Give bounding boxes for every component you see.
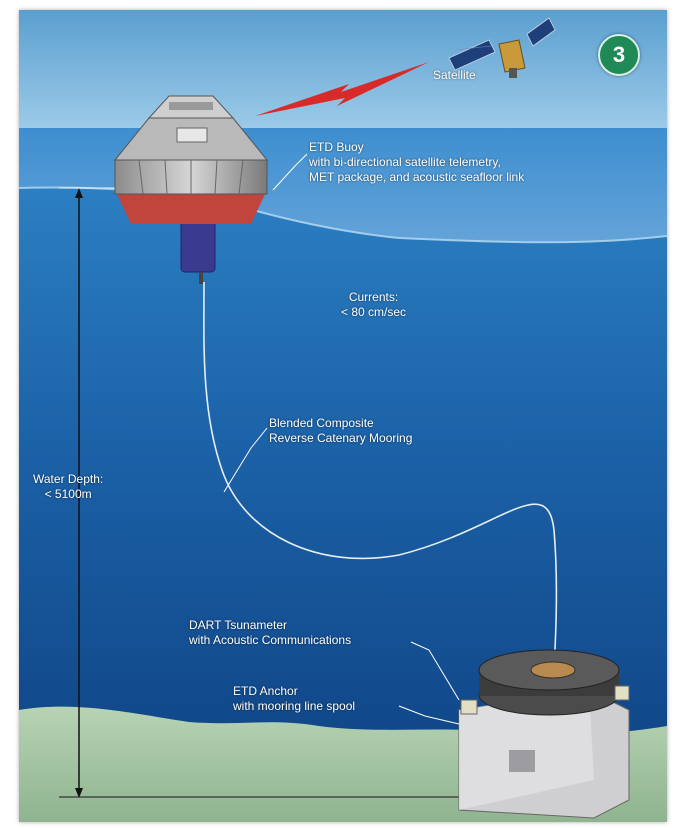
buoy-label-line-3: MET package, and acoustic seafloor link — [309, 170, 525, 184]
tsunameter-label-line-2: with Acoustic Communications — [189, 633, 352, 647]
mooring-label-line-1: Blended Composite — [269, 416, 374, 430]
anchor-label-line-2: with mooring line spool — [233, 699, 356, 713]
anchor-leader — [398, 705, 460, 725]
etd-anchor-icon — [458, 649, 630, 819]
mooring-line — [203, 281, 558, 691]
sky — [19, 10, 667, 130]
water-depth-label-line-1: Water Depth: — [33, 472, 104, 486]
tsunameter-label-line-1: DART Tsunameter — [189, 618, 288, 632]
diagram-frame: 3 Satellite ETD Buoy with bi-directional… — [19, 10, 667, 822]
currents-label-line-2: < 80 cm/sec — [341, 305, 407, 319]
signal-bolt — [255, 62, 429, 116]
buoy-leader — [272, 153, 308, 191]
tsunameter-leader — [410, 641, 460, 701]
mooring-label-line-2: Reverse Catenary Mooring — [269, 431, 413, 445]
mooring-label: Blended Composite Reverse Catenary Moori… — [269, 416, 412, 446]
water-depth-label-line-2: < 5100m — [44, 487, 92, 501]
buoy-label-line-2: with bi-directional satellite telemetry, — [309, 155, 501, 169]
currents-label-line-1: Currents: — [348, 290, 399, 304]
mooring-leader — [223, 427, 268, 493]
step-badge: 3 — [598, 34, 640, 76]
etd-buoy-icon — [113, 95, 269, 284]
scene — [19, 10, 667, 822]
satellite-icon — [448, 17, 556, 78]
anchor-label: ETD Anchor with mooring line spool — [233, 684, 355, 714]
tsunameter-label: DART Tsunameter with Acoustic Communicat… — [189, 618, 351, 648]
depth-arrow-top — [75, 188, 83, 198]
anchor-label-line-1: ETD Anchor — [233, 684, 298, 698]
buoy-label: ETD Buoy with bi-directional satellite t… — [309, 140, 524, 185]
satellite-label: Satellite — [433, 68, 476, 82]
water-depth-label: Water Depth: < 5100m — [33, 472, 103, 502]
depth-arrow-bottom — [75, 788, 83, 798]
buoy-label-line-1: ETD Buoy — [309, 140, 364, 154]
currents-label: Currents: < 80 cm/sec — [341, 290, 406, 320]
